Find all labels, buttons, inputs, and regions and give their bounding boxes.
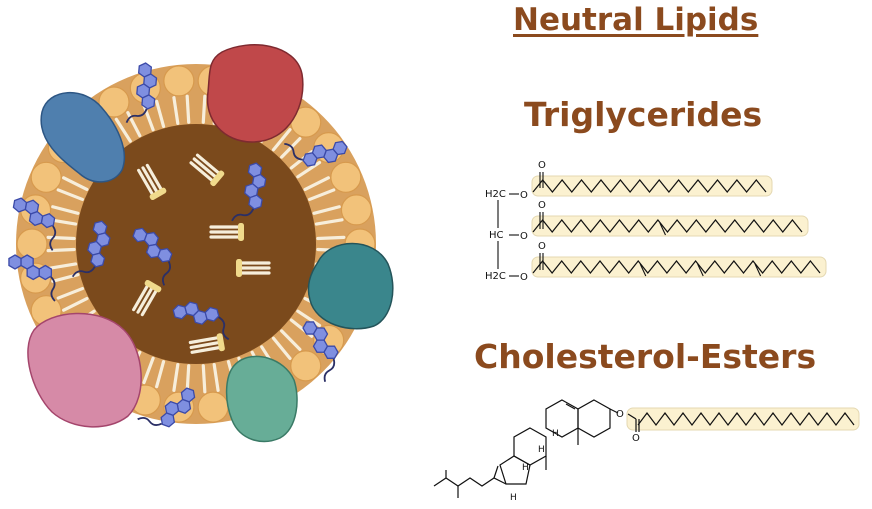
phospholipid-tail xyxy=(48,262,78,270)
apolipoprotein-pink xyxy=(27,312,142,428)
chain-highlight xyxy=(626,407,860,431)
glycerol-ch: HC xyxy=(489,230,504,241)
phospholipid-tail xyxy=(185,364,191,394)
carbonyl-oxygen: O xyxy=(538,241,546,252)
phospholipid-head xyxy=(98,86,130,118)
double-bond xyxy=(754,263,762,277)
cholesterol-ester-structure: O O H H H H xyxy=(433,399,860,503)
stereo-hydrogen: H xyxy=(552,429,559,439)
phospholipid-tail xyxy=(142,356,155,385)
phospholipid-tail xyxy=(51,205,80,215)
apolipoprotein-teal xyxy=(307,242,394,330)
ester-oxygen: O xyxy=(520,272,528,283)
carbonyl-oxygen: O xyxy=(538,200,546,211)
phospholipid-tail xyxy=(62,296,89,312)
cholesterol-esters-heading: Cholesterol-Esters xyxy=(474,337,817,376)
phospholipid-tail xyxy=(201,94,207,124)
phospholipid-tail xyxy=(280,136,302,159)
phospholipid-tail xyxy=(316,235,346,241)
double-bond xyxy=(697,263,704,277)
triglycerides-heading: Triglycerides xyxy=(524,95,763,134)
triglyceride-molecule xyxy=(234,257,271,279)
phospholipid-tail xyxy=(201,364,207,394)
phospholipid-tail xyxy=(312,205,341,215)
stereo-hydrogen: H xyxy=(522,463,529,473)
steroid-nucleus xyxy=(433,399,640,498)
phospholipid-tail xyxy=(172,96,180,125)
phospholipid-tail xyxy=(155,360,166,389)
phospholipid-head xyxy=(340,194,373,226)
glycerol-ch2-top: H2C xyxy=(485,189,506,200)
carbon-chain xyxy=(637,412,855,426)
phospholipid-tail xyxy=(271,336,292,360)
phospholipid-head xyxy=(16,228,48,260)
phospholipid-tail xyxy=(296,309,322,328)
chain-highlight xyxy=(531,215,809,237)
phospholipid-tail xyxy=(114,117,132,143)
phospholipid-head xyxy=(30,161,62,193)
phospholipid-head xyxy=(163,65,195,97)
page-title: Neutral Lipids xyxy=(513,2,759,38)
stereo-hydrogen: H xyxy=(510,493,517,503)
phospholipid-tail xyxy=(212,363,220,392)
ester-oxygen: O xyxy=(616,409,624,420)
phospholipid-tail xyxy=(280,329,302,352)
phospholipid-head xyxy=(330,161,362,193)
carbon-chain xyxy=(532,179,767,193)
glycerol-ch2-bottom: H2C xyxy=(485,271,506,282)
fatty-acid-chain xyxy=(637,412,855,426)
triglyceride-structure: H2C HC H2C O O O O O O xyxy=(485,160,827,283)
chain-highlight xyxy=(531,175,773,197)
phospholipid-tail xyxy=(296,160,322,179)
phospholipid-tail xyxy=(307,188,336,202)
phospholipid-tail xyxy=(155,99,166,128)
triglyceride-molecule xyxy=(209,221,246,243)
ester-oxygen: O xyxy=(520,190,528,201)
ester-oxygen: O xyxy=(520,231,528,242)
stereo-hydrogen: H xyxy=(538,445,545,455)
carbonyl-oxygen: O xyxy=(632,433,640,444)
phospholipid-tail xyxy=(56,286,85,300)
apolipoprotein-red xyxy=(206,44,304,143)
phospholipid-tail xyxy=(314,218,344,226)
double-bond xyxy=(639,263,647,277)
carbon-chain xyxy=(532,219,803,233)
phospholipid-head xyxy=(290,350,322,382)
apolipoprotein-green xyxy=(225,355,298,443)
apolipoprotein-blue xyxy=(40,92,126,183)
phospholipid-tail xyxy=(185,94,191,124)
phospholipid-tail xyxy=(271,128,292,152)
phospholipid-tail xyxy=(303,176,330,192)
carbon-chain xyxy=(532,260,821,274)
phospholipid-tail xyxy=(46,247,76,253)
phospholipid-tail xyxy=(56,188,85,202)
phospholipid-head xyxy=(197,391,229,423)
carbonyl-oxygen: O xyxy=(538,160,546,171)
lipoprotein-particle xyxy=(7,44,394,443)
apolipoproteins xyxy=(27,44,394,443)
fatty-acid-chains xyxy=(532,172,821,277)
phospholipid-tail xyxy=(172,363,180,392)
double-bond xyxy=(659,222,666,236)
phospholipid-tail xyxy=(62,176,89,192)
